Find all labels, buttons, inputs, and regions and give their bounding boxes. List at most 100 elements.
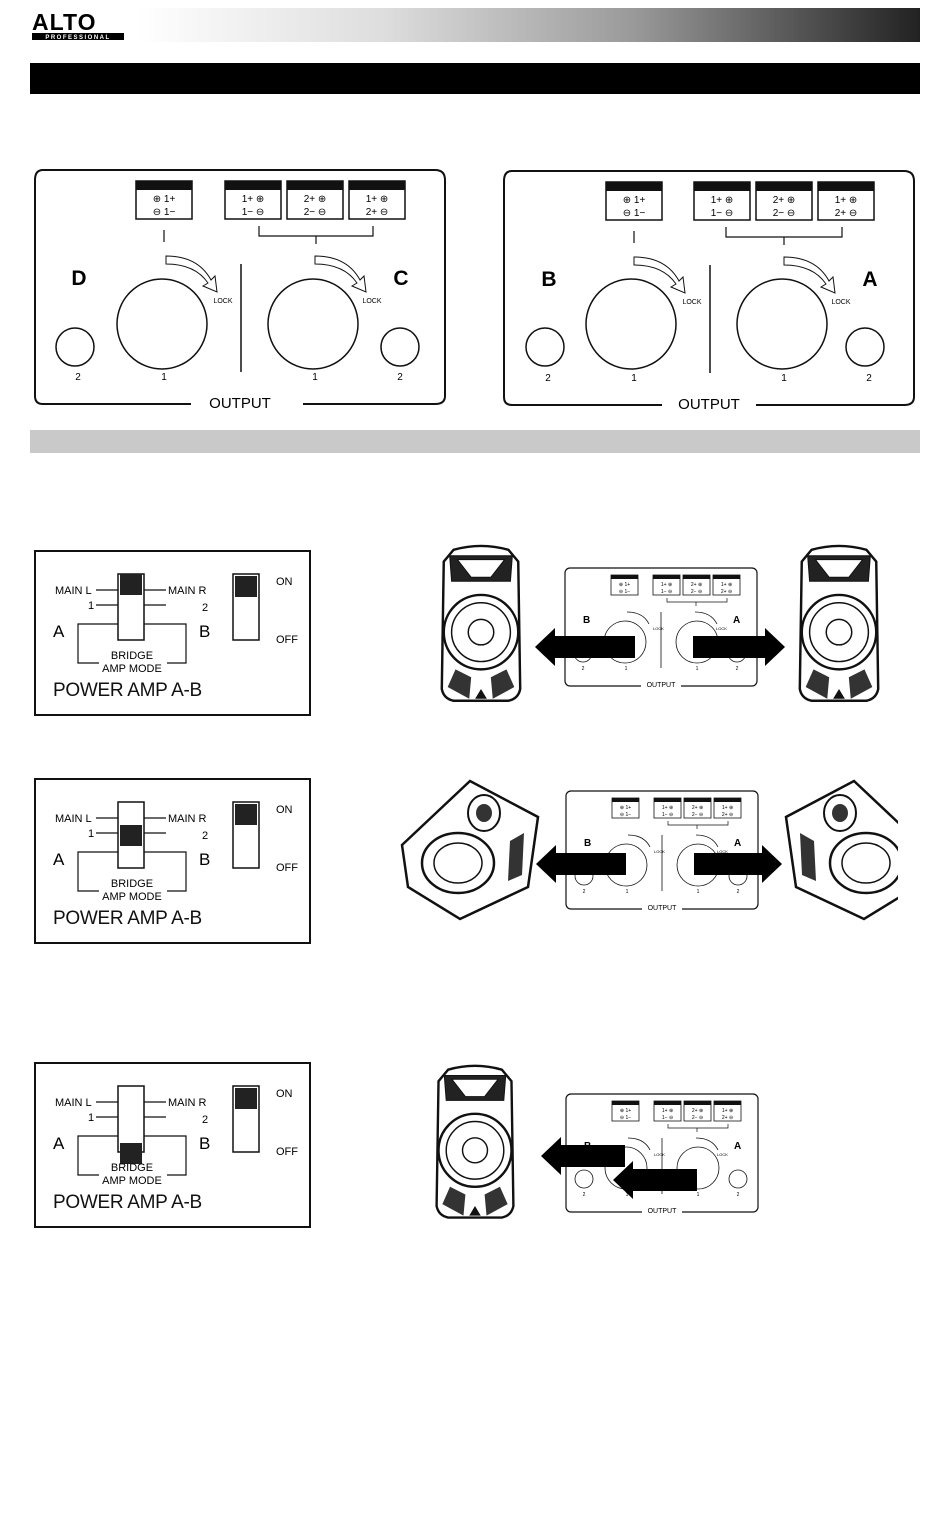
svg-text:ON: ON <box>276 576 293 588</box>
mini-terminal-block: 1+ ⊕2+ ⊖ <box>712 574 741 596</box>
svg-text:ON: ON <box>276 804 293 816</box>
svg-text:1: 1 <box>781 373 787 384</box>
svg-text:1: 1 <box>626 889 629 895</box>
channel-letter: A <box>862 268 877 291</box>
mode-selector-knob[interactable] <box>120 825 142 846</box>
svg-text:OUTPUT: OUTPUT <box>648 905 678 912</box>
svg-text:1: 1 <box>696 666 699 672</box>
terminal-block: 2+ ⊕ 2− ⊖ <box>755 181 813 221</box>
arrow-left-icon <box>536 845 626 883</box>
svg-text:2: 2 <box>866 373 872 384</box>
svg-text:MAIN L: MAIN L <box>55 1097 92 1109</box>
svg-text:⊕ 1+: ⊕ 1+ <box>620 805 631 811</box>
output-jack <box>380 327 420 367</box>
mini-terminal-block: 1+ ⊕1− ⊖ <box>652 574 681 596</box>
speaker-cabinet-icon <box>798 544 880 702</box>
svg-text:A: A <box>53 622 65 641</box>
section-heading-bar <box>30 63 920 94</box>
svg-text:LOCK: LOCK <box>716 626 727 631</box>
logo-text: ALTO <box>32 9 96 35</box>
svg-text:AMP MODE: AMP MODE <box>102 663 162 675</box>
terminal-block: 1+ ⊕ 2+ ⊖ <box>348 180 406 220</box>
svg-text:2− ⊖: 2− ⊖ <box>304 207 327 218</box>
svg-text:1+ ⊕: 1+ ⊕ <box>721 582 732 588</box>
terminal-block: 1+ ⊕ 1− ⊖ <box>693 181 751 221</box>
mini-terminal-block: 2+ ⊕2− ⊖ <box>683 1100 712 1122</box>
svg-text:1: 1 <box>697 1192 700 1198</box>
header-gradient-bar <box>30 8 920 42</box>
svg-text:1: 1 <box>88 828 94 840</box>
mode-selector-switch[interactable] <box>117 1085 145 1153</box>
svg-text:AMP MODE: AMP MODE <box>102 1175 162 1187</box>
speakon-jack <box>736 278 828 370</box>
svg-text:1: 1 <box>161 372 167 383</box>
terminal-block: 1+ ⊕ 1− ⊖ <box>224 180 282 220</box>
svg-text:⊕ 1+: ⊕ 1+ <box>620 1108 631 1114</box>
power-switch-knob[interactable] <box>235 1088 257 1109</box>
svg-text:2+ ⊖: 2+ ⊖ <box>366 207 389 218</box>
svg-text:1− ⊖: 1− ⊖ <box>662 812 673 818</box>
power-switch-knob[interactable] <box>235 804 257 825</box>
svg-text:1− ⊖: 1− ⊖ <box>711 208 734 219</box>
svg-text:B: B <box>584 838 591 849</box>
panel-title: POWER AMP A-B <box>53 908 202 929</box>
svg-text:OFF: OFF <box>276 1146 298 1158</box>
svg-text:BRIDGE: BRIDGE <box>111 878 153 890</box>
svg-text:B: B <box>583 615 590 626</box>
svg-text:2+ ⊖: 2+ ⊖ <box>722 1115 733 1121</box>
subsection-heading-bar <box>30 430 920 453</box>
speakon-jack <box>585 278 677 370</box>
mode-selector-knob[interactable] <box>120 574 142 595</box>
mini-terminal-block: 1+ ⊕1− ⊖ <box>653 1100 682 1122</box>
mini-terminal-block: 2+ ⊕2− ⊖ <box>683 797 712 819</box>
bridge-mode-diagram: ⊕ 1+⊖ 1−1+ ⊕1− ⊖2+ ⊕2− ⊖1+ ⊕2+ ⊖BALOCKLO… <box>435 1064 759 1219</box>
svg-text:2: 2 <box>736 666 739 672</box>
svg-text:2: 2 <box>737 1192 740 1198</box>
speakon-jack <box>116 278 208 370</box>
svg-text:1: 1 <box>631 373 637 384</box>
svg-text:⊕ 1+: ⊕ 1+ <box>619 582 630 588</box>
mini-terminal-block: ⊕ 1+⊖ 1− <box>611 1100 640 1122</box>
mode-selector-knob[interactable] <box>120 1143 142 1164</box>
svg-text:1− ⊖: 1− ⊖ <box>661 589 672 595</box>
mini-terminal-block: 1+ ⊕2+ ⊖ <box>713 797 742 819</box>
svg-text:OFF: OFF <box>276 862 298 874</box>
svg-text:BRIDGE: BRIDGE <box>111 650 153 662</box>
arrow-left-icon <box>541 1137 625 1175</box>
svg-text:1: 1 <box>625 666 628 672</box>
svg-text:2+ ⊕: 2+ ⊕ <box>692 805 703 811</box>
arrow-right-icon <box>694 845 782 883</box>
output-panel-ba: ⊕ 1+ ⊖ 1− 1+ ⊕ 1− ⊖ 2+ ⊕ 2− ⊖ 1+ ⊕ 2+ ⊖ … <box>503 170 915 411</box>
svg-text:⊖ 1−: ⊖ 1− <box>620 812 631 818</box>
svg-text:2+ ⊕: 2+ ⊕ <box>691 582 702 588</box>
svg-text:LOCK: LOCK <box>654 1152 665 1157</box>
svg-text:⊖ 1−: ⊖ 1− <box>153 207 176 218</box>
svg-text:MAIN L: MAIN L <box>55 813 92 825</box>
svg-text:⊕ 1+: ⊕ 1+ <box>153 194 176 205</box>
svg-text:B: B <box>199 850 210 869</box>
svg-text:2− ⊖: 2− ⊖ <box>692 812 703 818</box>
arrow-right-icon <box>693 628 785 666</box>
power-switch-knob[interactable] <box>235 576 257 597</box>
svg-text:ON: ON <box>276 1088 293 1100</box>
svg-text:2− ⊖: 2− ⊖ <box>773 208 796 219</box>
svg-text:1: 1 <box>697 889 700 895</box>
lock-label: LOCK <box>682 299 701 306</box>
svg-text:1+ ⊕: 1+ ⊕ <box>835 195 858 206</box>
stage-monitor-wedge-icon <box>784 779 898 921</box>
svg-text:1+ ⊕: 1+ ⊕ <box>242 194 265 205</box>
arrow-left-icon <box>613 1161 697 1199</box>
svg-text:1: 1 <box>626 1192 629 1198</box>
logo-sub: PROFESSIONAL <box>45 35 110 41</box>
svg-text:2− ⊖: 2− ⊖ <box>692 1115 703 1121</box>
svg-text:A: A <box>53 1134 65 1153</box>
svg-text:B: B <box>199 1134 210 1153</box>
svg-text:1: 1 <box>312 372 318 383</box>
output-jack <box>845 327 885 367</box>
svg-text:⊖ 1−: ⊖ 1− <box>619 589 630 595</box>
svg-text:MAIN R: MAIN R <box>168 1097 207 1109</box>
output-jack <box>55 327 95 367</box>
